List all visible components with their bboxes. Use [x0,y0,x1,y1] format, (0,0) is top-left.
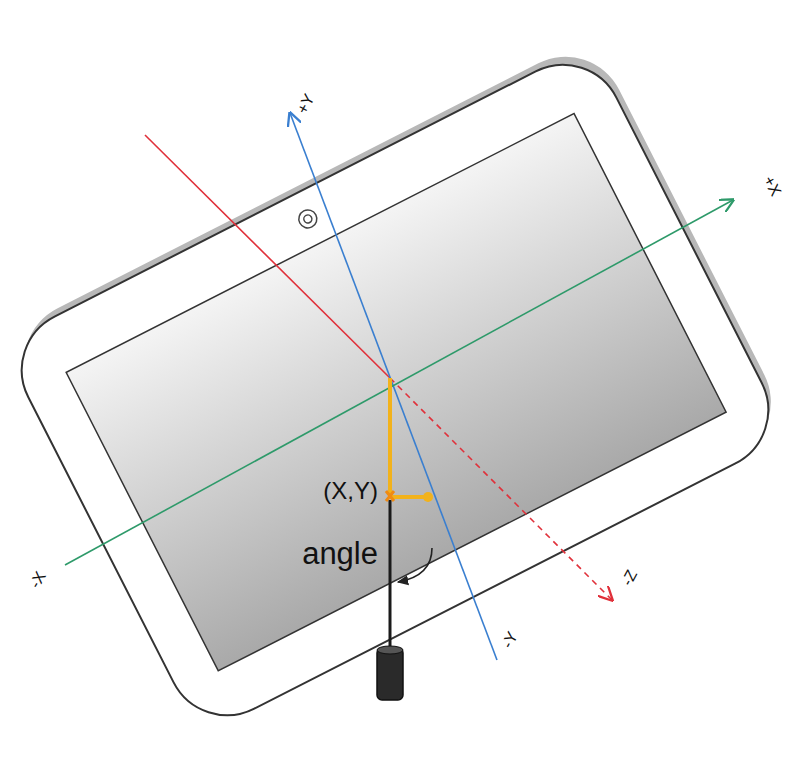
tablet-bezel [1,44,789,736]
stylus-top [377,646,403,654]
tablet-screen [66,114,726,671]
coordinate-label: (X,Y) [323,479,378,503]
axis-label: +Y [294,91,318,116]
camera [296,207,320,231]
x-axis [65,200,733,565]
axis-label: -Y [499,629,521,651]
tablet-body [0,36,794,736]
projection-y [388,378,392,497]
stylus-line [389,500,392,652]
y-axis [290,113,497,660]
point-marker [386,491,394,501]
axis-label: -Z [619,568,640,589]
projection-x [390,495,428,499]
z-axis-negative [390,378,612,600]
axis-label: +X [760,173,784,198]
axis-label: -X [27,569,49,591]
angle-arc [398,548,432,582]
touch-point [423,492,433,502]
camera-lens [302,214,313,225]
z-axis [145,135,390,378]
angle-label: angle [302,538,378,569]
stylus-body [377,648,403,700]
